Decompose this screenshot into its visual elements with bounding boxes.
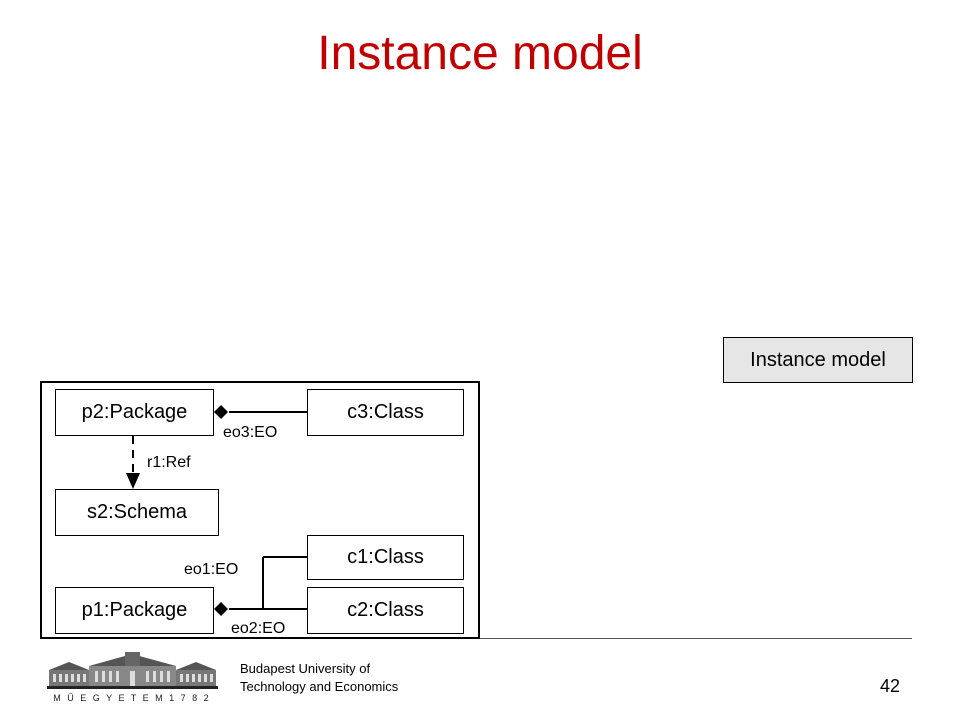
node-p2-package: p2:Package	[55, 389, 214, 436]
node-c2-class: c2:Class	[307, 587, 464, 634]
node-s2-schema: s2:Schema	[55, 489, 219, 536]
university-logo: M Ű E G Y E T E M 1 7 8 2	[47, 652, 218, 703]
edge-label-eo3: eo3:EO	[223, 424, 278, 441]
instance-model-legend: Instance model	[723, 337, 913, 383]
node-c3-class: c3:Class	[307, 389, 464, 436]
edge-label-eo1: eo1:EO	[184, 561, 239, 578]
university-name-line1: Budapest University of	[240, 661, 371, 676]
svg-text:M Ű E G Y E T E M 1 7 8 2: M Ű E G Y E T E M 1 7 8 2	[53, 693, 210, 703]
page-number: 42	[880, 676, 901, 696]
edge-label-eo2: eo2:EO	[231, 620, 286, 637]
edge-label-r1: r1:Ref	[147, 454, 191, 471]
university-name-line2: Technology and Economics	[240, 679, 399, 694]
university-name: Budapest University of Technology and Ec…	[240, 660, 398, 696]
slide-title: Instance model	[317, 27, 643, 80]
footer-divider	[480, 638, 912, 639]
diagram-frame	[40, 381, 480, 639]
node-c1-class: c1:Class	[307, 535, 464, 580]
node-p1-package: p1:Package	[55, 587, 214, 634]
